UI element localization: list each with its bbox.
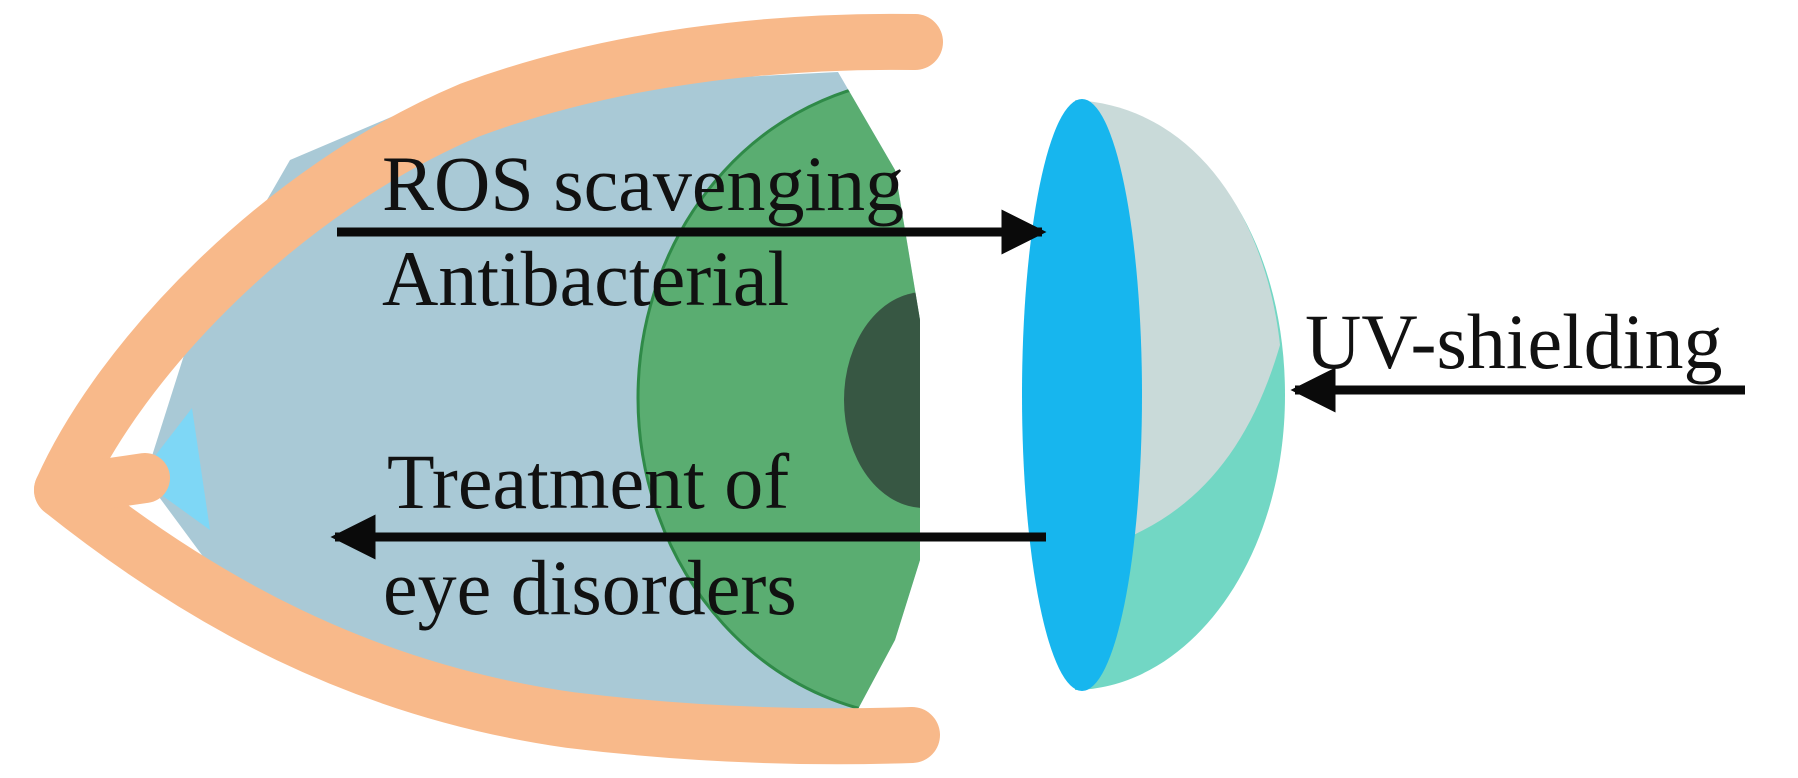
labels: ROS scavenging Antibacterial UV-shieldin…	[382, 140, 1722, 631]
iris-group	[636, 76, 920, 720]
upper-eyelid	[34, 13, 943, 518]
lower-eyelid	[34, 462, 940, 765]
uv-shielding-label: UV-shielding	[1305, 298, 1722, 385]
eye-corner	[138, 408, 210, 530]
eyelid-corner	[37, 453, 170, 515]
eyelids	[34, 13, 943, 765]
lens-front	[1022, 99, 1142, 691]
ros-scavenging-label: ROS scavenging	[382, 140, 904, 227]
pupil	[844, 292, 920, 508]
treatment-label-line1: Treatment of	[387, 438, 789, 525]
contact-lens	[1022, 99, 1285, 691]
treatment-label-line2: eye disorders	[383, 544, 797, 631]
arrows	[330, 209, 1745, 560]
antibacterial-label: Antibacterial	[382, 235, 789, 322]
iris	[636, 76, 920, 720]
